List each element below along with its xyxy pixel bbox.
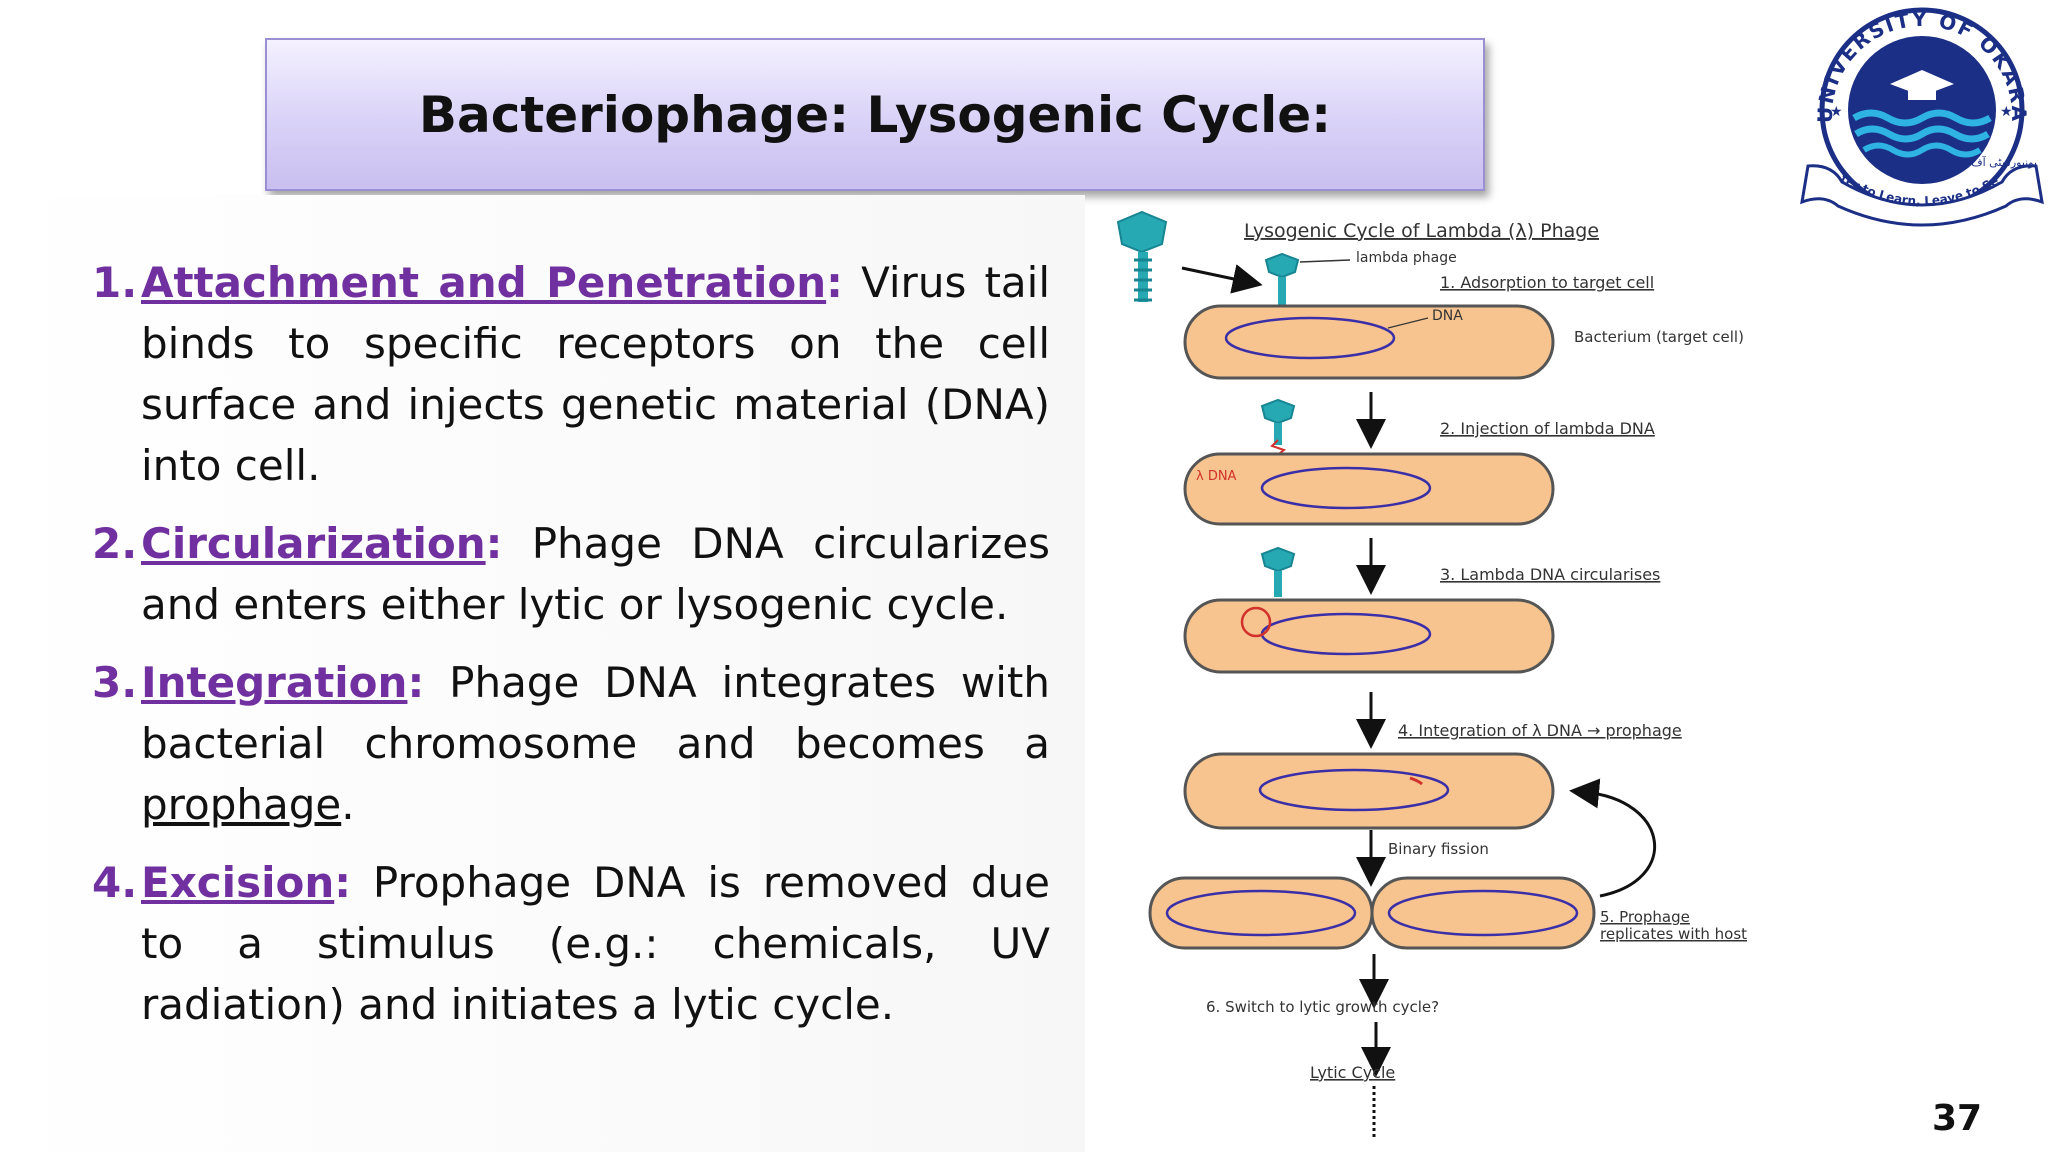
- point-text: Phage DNA circularizes and enters either…: [141, 519, 1050, 629]
- bacterial-chromosome: [1224, 316, 1396, 360]
- title-box: Bacteriophage: Lysogenic Cycle:: [265, 38, 1485, 191]
- circular-lambda-dna: [1240, 606, 1272, 638]
- book-icon: [1908, 90, 1936, 100]
- point-number: 3.: [92, 658, 138, 707]
- bacterium-label: Bacterium (target cell): [1574, 328, 1744, 346]
- bacterium-cell: [1183, 452, 1555, 526]
- point-excision: 4.Excision: Prophage DNA is removed due …: [92, 852, 1050, 1035]
- point-text: Phage DNA integrates with bacterial chro…: [141, 658, 1050, 768]
- points-list: 1.Attachment and Penetration: Virus tail…: [92, 252, 1050, 1052]
- phage-label-line: [1299, 259, 1351, 263]
- phage-label: lambda phage: [1356, 250, 1457, 266]
- step-5-label-line2: replicates with host: [1600, 925, 1747, 943]
- point-underlined-term: prophage: [141, 780, 342, 829]
- university-logo: UNIVERSITY OF OKARA ★ ★ Enter to Learn, …: [1798, 6, 2044, 227]
- point-term: Attachment and Penetration: [141, 258, 827, 307]
- bacterium-cell: [1183, 304, 1555, 380]
- motto-ribbon: [1800, 164, 2044, 227]
- point-term: Integration: [141, 658, 408, 707]
- step-2-label: 2. Injection of lambda DNA: [1440, 419, 1655, 438]
- daughter-cell-right: [1370, 876, 1596, 950]
- dna-label: DNA: [1432, 308, 1463, 324]
- daughter-cell-left: [1148, 876, 1374, 950]
- page-number: 37: [1932, 1098, 1983, 1139]
- bacterial-chromosome: [1387, 889, 1579, 937]
- star-icon: ★: [1830, 104, 1843, 120]
- wave-icon: [1862, 142, 1982, 158]
- bacterial-chromosome-with-prophage: [1258, 768, 1450, 812]
- lytic-cycle-label: Lytic Cycle: [1310, 1063, 1395, 1082]
- point-term: Circularization: [141, 519, 486, 568]
- graduation-cap-icon: [1890, 70, 1954, 96]
- point-number: 4.: [92, 858, 138, 907]
- point-term: Excision: [141, 858, 335, 907]
- point-colon: :: [334, 858, 352, 907]
- point-number: 2.: [92, 519, 138, 568]
- point-number: 1.: [92, 258, 138, 307]
- binary-fission-label: Binary fission: [1388, 840, 1489, 858]
- prophage-segment: [1409, 776, 1423, 786]
- bacterium-cell: [1183, 598, 1555, 674]
- logo-urdu-text: یونیورسٹی آف اوکاڑہ: [1939, 155, 2037, 169]
- step-3-label: 3. Lambda DNA circularises: [1440, 565, 1660, 584]
- arrow-icon: [1181, 264, 1263, 294]
- point-integration: 3.Integration: Phage DNA integrates with…: [92, 652, 1050, 835]
- bacterial-chromosome: [1165, 889, 1357, 937]
- slide-title: Bacteriophage: Lysogenic Cycle:: [418, 85, 1332, 144]
- point-attachment: 1.Attachment and Penetration: Virus tail…: [92, 252, 1050, 496]
- bacterium-cell: [1183, 752, 1555, 830]
- phage-icon: [1116, 210, 1168, 302]
- point-colon: :: [826, 258, 843, 307]
- curved-arrow-icon: [1569, 778, 1656, 898]
- step-4-label: 4. Integration of λ DNA → prophage: [1398, 721, 1682, 740]
- wave-icon: [1852, 109, 1992, 127]
- text-panel: [0, 195, 1085, 1152]
- lysogenic-cycle-diagram: Lysogenic Cycle of Lambda (λ) Phage lamb…: [1116, 210, 1747, 1140]
- point-trail: .: [341, 780, 355, 829]
- point-text: Virus tail binds to specific receptors o…: [141, 258, 1050, 490]
- step-1-label: 1. Adsorption to target cell: [1440, 273, 1654, 292]
- step-5-label-line1: 5. Prophage: [1600, 908, 1690, 926]
- point-circularization: 2.Circularization: Phage DNA circularize…: [92, 513, 1050, 635]
- point-colon: :: [407, 658, 425, 707]
- point-text: Prophage DNA is removed due to a stimulu…: [141, 858, 1050, 1029]
- dna-label-line: [1387, 317, 1429, 329]
- step-6-label: 6. Switch to lytic growth cycle?: [1206, 998, 1439, 1016]
- star-icon: ★: [2000, 104, 2013, 120]
- point-colon: :: [485, 519, 503, 568]
- lambda-dna-label: λ DNA: [1196, 469, 1237, 484]
- phage-small-icon: [1260, 546, 1296, 597]
- wave-icon: [1854, 125, 1990, 143]
- bacterial-chromosome: [1260, 466, 1432, 510]
- phage-small-icon: [1264, 252, 1300, 305]
- phage-small-icon: [1260, 398, 1296, 457]
- diagram-title: Lysogenic Cycle of Lambda (λ) Phage: [1244, 220, 1599, 242]
